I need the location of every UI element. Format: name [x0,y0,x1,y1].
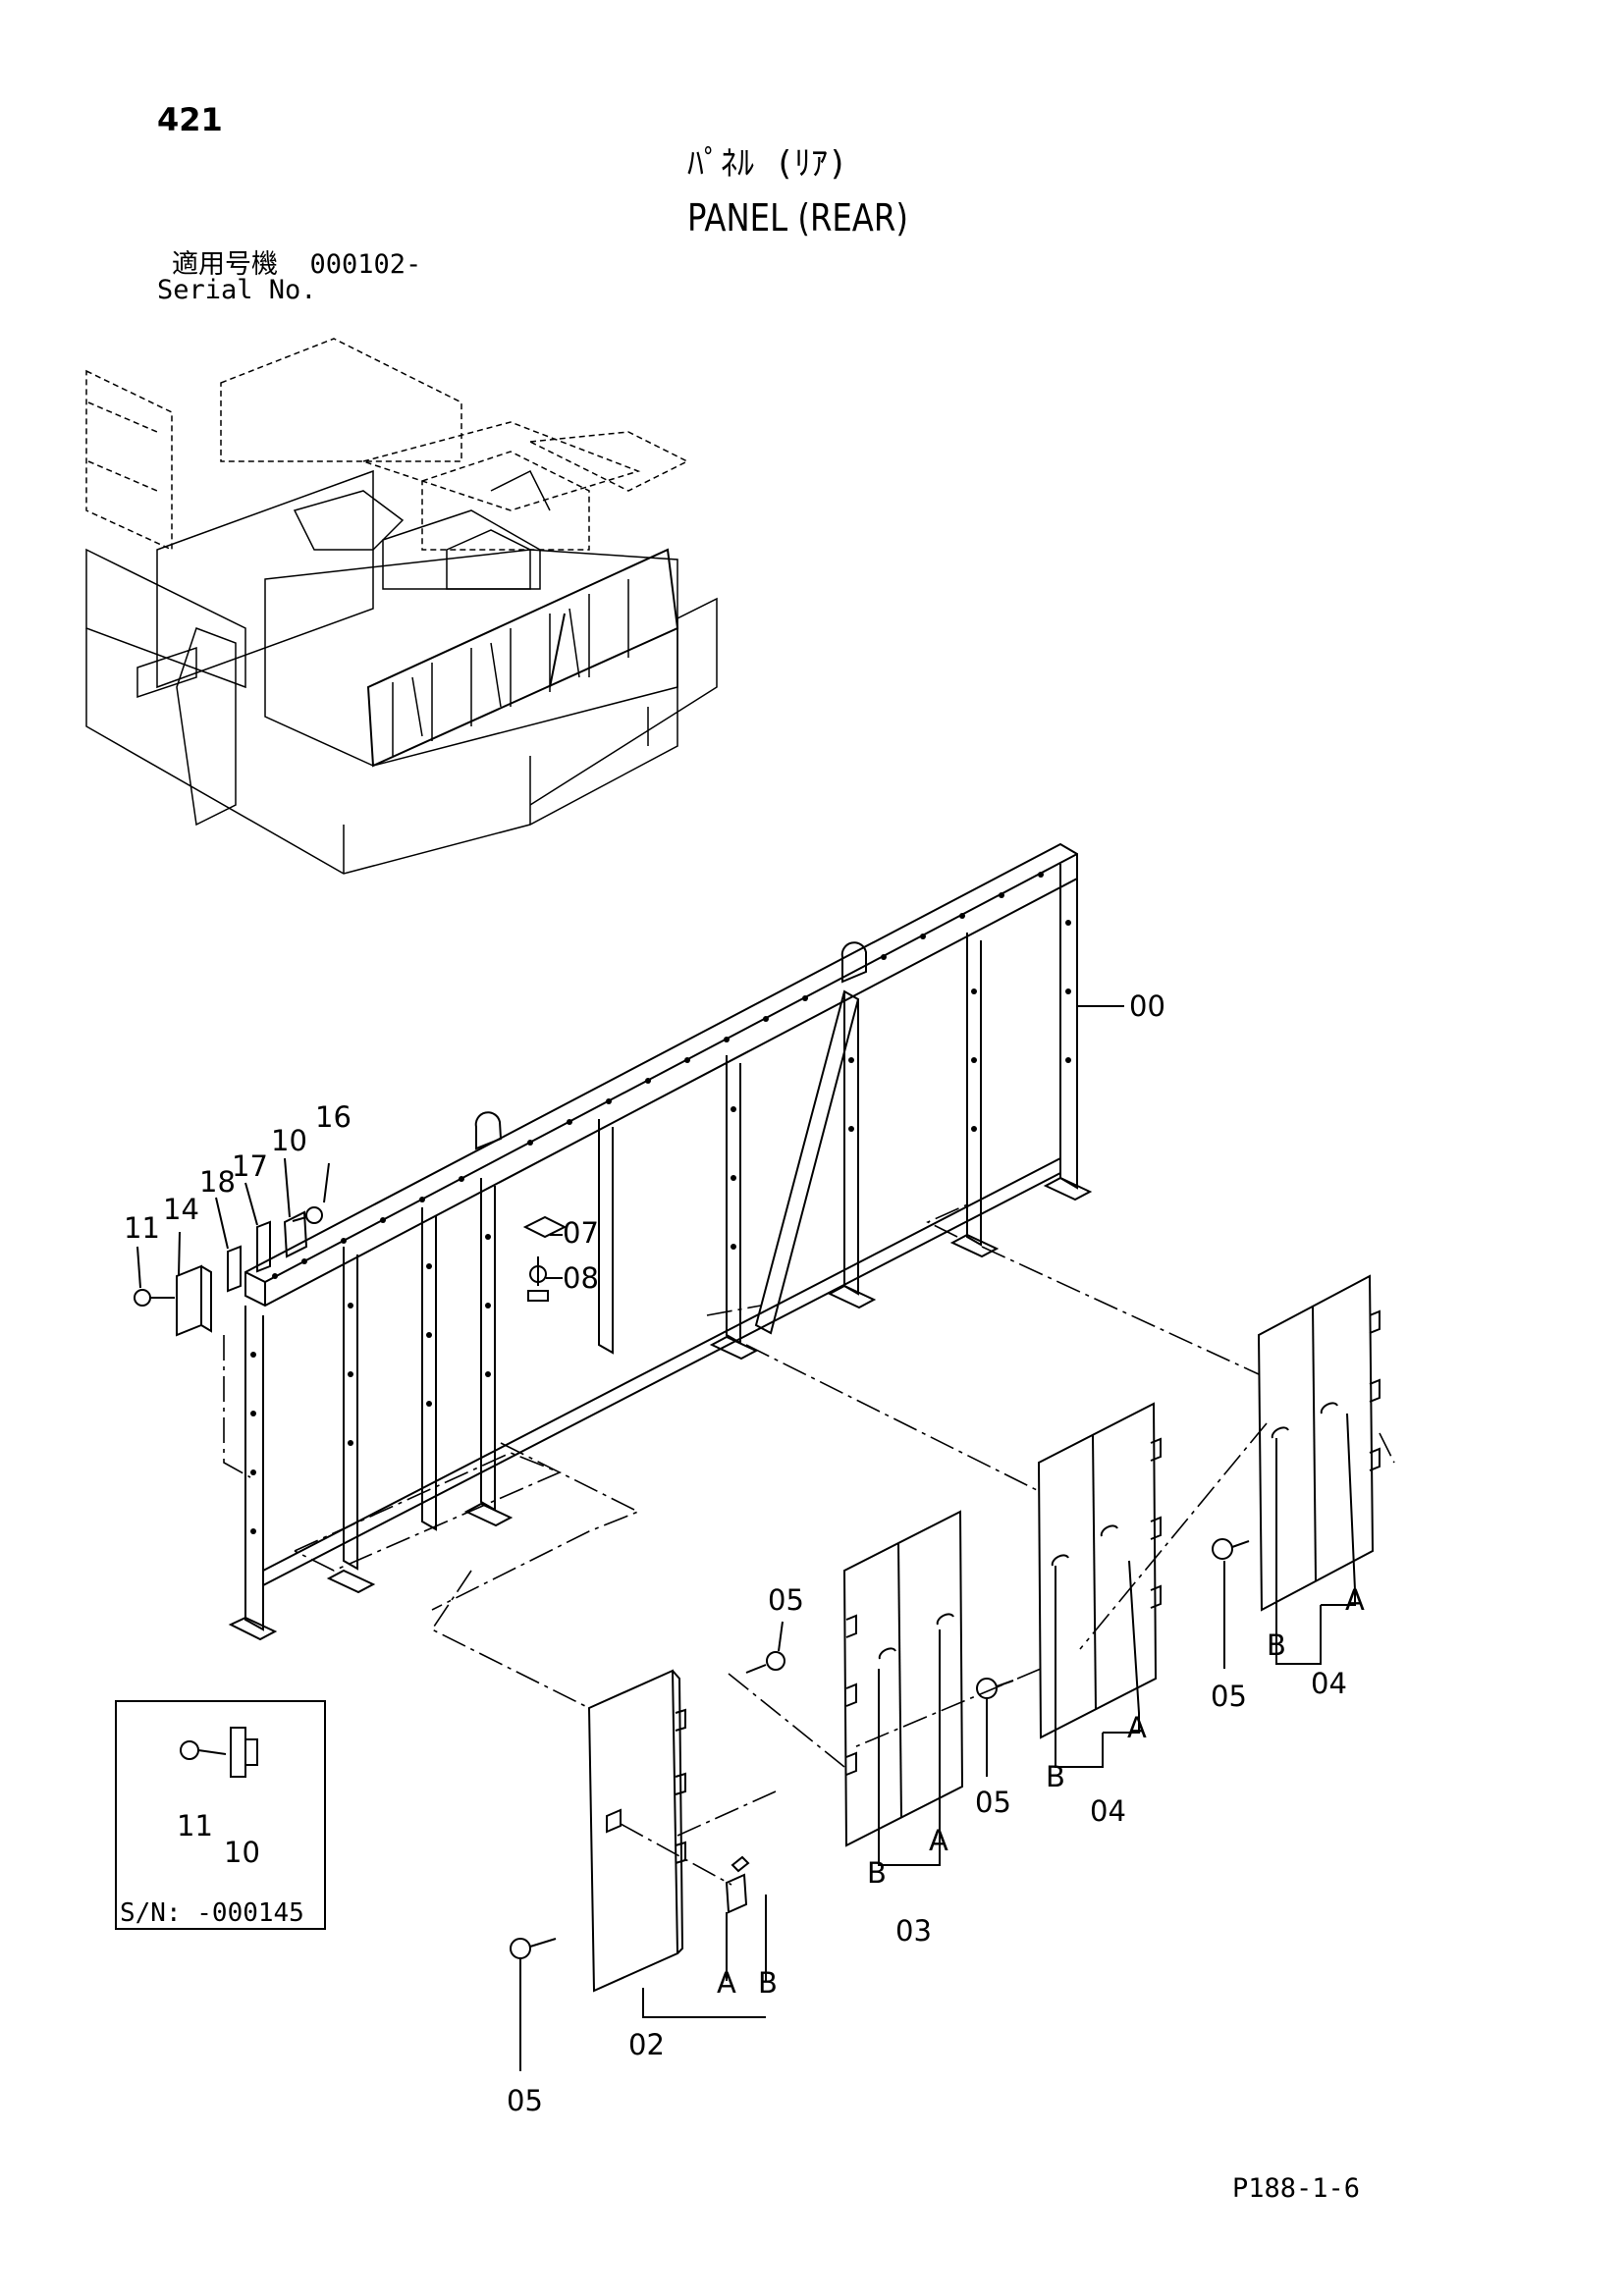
page-number: 421 [157,101,223,138]
inset-serial-label: S/N: -000145 [120,1898,304,1928]
assembly-lines [294,1201,1268,1748]
serial-applicability-ja: 適用号機 000102- [172,249,422,280]
callout-00: 00 [1129,989,1165,1023]
title-english: PANEL (REAR) [687,196,908,240]
callout-A-panel02: A [717,1966,736,2000]
callout-04-right: 04 [1311,1667,1347,1700]
callout-B-panel04-right: B [1267,1629,1286,1662]
frame-holes [250,872,1071,1534]
callout-A-panel04-middle: A [1127,1711,1147,1744]
page-code: P188-1-6 [1232,2173,1361,2204]
callout-B-panel04-middle: B [1046,1760,1065,1793]
machine-overview [85,338,718,875]
panel-04-middle [976,1402,1162,1739]
callout-07: 07 [563,1216,599,1250]
panel-04-right [1212,1274,1395,1612]
callout-05-bottom: 05 [507,2084,543,2117]
inset-callout-10: 10 [224,1836,260,1869]
inset-variant-box [115,1700,326,1930]
callout-18: 18 [199,1165,236,1199]
callout-14: 14 [163,1193,199,1226]
panel-02 [510,1669,777,1993]
callout-A-panel04-right: A [1345,1583,1365,1617]
serial-label-en: Serial No. [157,275,317,305]
panel-03 [728,1510,964,1847]
rear-frame-00 [228,842,1093,1641]
callout-11: 11 [124,1211,160,1245]
leader-lines [136,1005,1356,2071]
callout-05-right: 05 [1211,1680,1247,1713]
hinge-bracket-assembly [134,1206,323,1478]
callout-05-top: 05 [768,1583,804,1617]
callout-labels: 00 07 08 16 10 17 18 14 11 05 05 05 05 0… [120,989,1365,2117]
callout-05-middle: 05 [975,1786,1011,1819]
callout-17: 17 [232,1149,268,1183]
callout-B-panel03: B [867,1856,887,1890]
callout-03: 03 [895,1914,932,1948]
inset-callout-11: 11 [177,1809,213,1842]
callout-16: 16 [315,1100,352,1134]
callout-04-middle: 04 [1090,1794,1126,1828]
stud-07-08 [522,1215,568,1302]
callout-08: 08 [563,1261,599,1295]
title-japanese: ﾊﾟﾈﾙ (ﾘｱ) [687,144,848,184]
callout-10: 10 [271,1124,307,1157]
callout-A-panel03: A [929,1824,948,1857]
callout-02: 02 [628,2028,665,2061]
callout-B-panel02: B [758,1966,778,2000]
frame-feet [228,1176,1093,1641]
